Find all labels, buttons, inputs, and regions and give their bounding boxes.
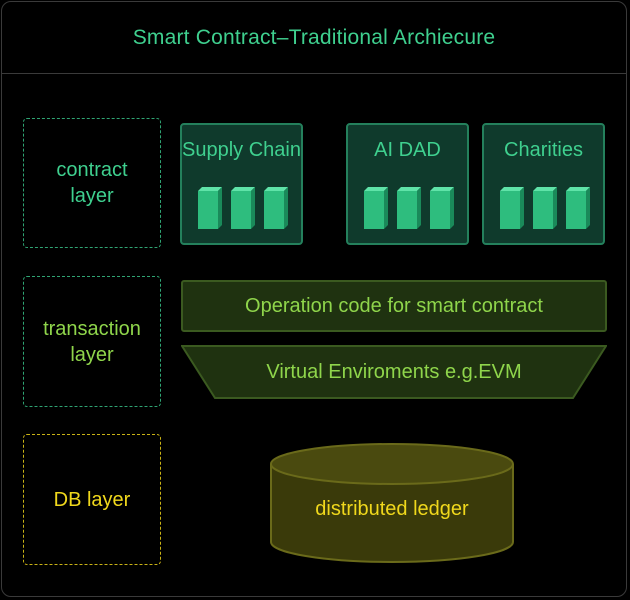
app-label: Charities [504, 139, 583, 161]
block-stack-icon [484, 185, 603, 231]
app-supply-chain: Supply Chain [180, 123, 303, 245]
block-stack-icon [182, 185, 301, 231]
diagram-title: Smart Contract–Traditional Archiecure [132, 25, 496, 49]
opcode-bar: Operation code for smart contract [181, 280, 607, 332]
opcode-label: Operation code for smart contract [245, 294, 543, 317]
title-bar: Smart Contract–Traditional Archiecure [2, 2, 626, 74]
app-label: AI DAD [374, 139, 441, 161]
transaction-layer-label: transaction layer [23, 276, 161, 407]
ledger-cylinder: distributed ledger [269, 442, 515, 564]
app-charities: Charities [482, 123, 605, 245]
contract-layer-label: contract layer [23, 118, 161, 248]
app-label: Supply Chain [182, 139, 301, 161]
db-layer-label: DB layer [23, 434, 161, 565]
ledger-label: distributed ledger [315, 498, 469, 520]
block-stack-icon [348, 185, 467, 231]
vm-label: Virtual Enviroments e.g.EVM [266, 360, 522, 383]
app-ai-dad: AI DAD [346, 123, 469, 245]
virtual-environment-trapezoid: Virtual Enviroments e.g.EVM [181, 345, 607, 399]
